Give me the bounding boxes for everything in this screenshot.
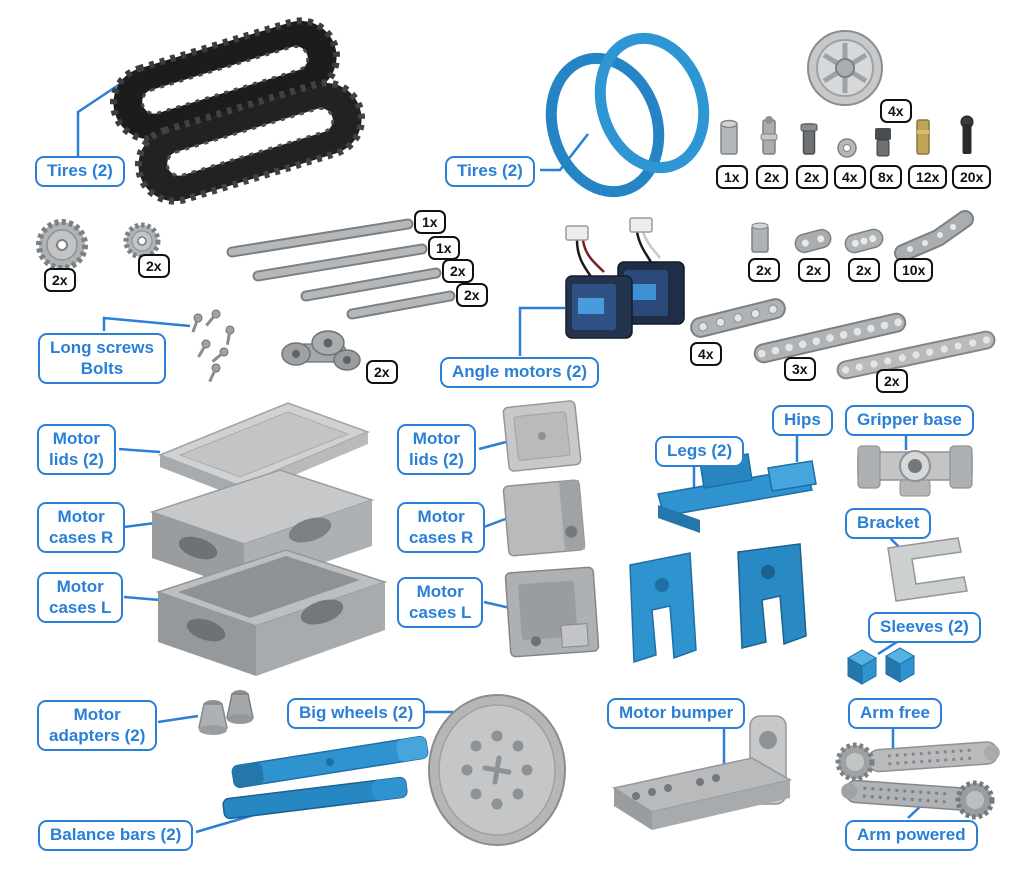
pin-part <box>760 116 778 155</box>
label-motor-bumper: Motor bumper <box>607 698 746 729</box>
qty-badge-conn-1: 2x <box>748 258 780 282</box>
label-angle-motors: Angle motors (2) <box>440 357 600 388</box>
label-motor-cases-r-mid: Motor cases R <box>397 502 486 554</box>
sleeve-cylinder-part <box>751 222 769 253</box>
beam-2hole-part <box>794 228 832 254</box>
label-motor-cases-l-mid: Motor cases L <box>397 577 484 629</box>
qty-badge-hardware-3: 2x <box>796 165 828 189</box>
label-gripper-base: Gripper base <box>845 405 974 436</box>
beam-3hole-part <box>844 228 884 254</box>
label-motor-lids-mid: Motor lids (2) <box>397 424 476 476</box>
qty-badge-beam-11hole: 3x <box>784 357 816 381</box>
qty-badge-hardware-4: 4x <box>834 165 866 189</box>
qty-badge-cross: 2x <box>366 360 398 384</box>
brass-standoff-part <box>916 119 930 155</box>
qty-badge-hardware-2: 2x <box>756 165 788 189</box>
balance-bars-illustration <box>222 735 429 820</box>
dark-pin-part <box>800 123 818 155</box>
qty-badge-axle-2: 1x <box>428 236 460 260</box>
qty-badge-gear-large: 2x <box>44 268 76 292</box>
label-tires-tracks: Tires (2) <box>35 156 125 187</box>
label-big-wheels: Big wheels (2) <box>287 698 426 729</box>
big-wheel-illustration <box>428 694 566 846</box>
tire-rings-illustration <box>545 32 710 198</box>
angle-motors-illustration <box>565 217 685 339</box>
motor-bumper-illustration <box>612 715 793 830</box>
qty-badge-gear-small: 2x <box>138 254 170 278</box>
connector-parts-row <box>751 210 974 262</box>
beam-long-illustration <box>836 330 996 380</box>
peg-part <box>720 119 738 155</box>
beam-5hole-illustration <box>690 298 786 338</box>
motor-case-stack-left <box>149 402 388 676</box>
qty-badge-conn-3: 2x <box>848 258 880 282</box>
tank-treads-illustration <box>109 17 366 205</box>
axles-illustration <box>226 218 456 320</box>
cross-connector-illustration <box>281 330 361 371</box>
hardware-parts-row <box>720 115 974 158</box>
qty-badge-axle-1: 1x <box>414 210 446 234</box>
label-motor-adapters: Motor adapters (2) <box>37 700 158 752</box>
nut-part <box>837 138 857 158</box>
qty-badge-conn-4: 10x <box>894 258 934 282</box>
qty-badge-axle-4: 2x <box>456 283 488 307</box>
gear-small-illustration <box>123 222 161 260</box>
screws-illustration <box>191 309 235 383</box>
qty-badge-hardware-7: 20x <box>952 165 992 189</box>
label-motor-lids-left: Motor lids (2) <box>37 424 116 476</box>
screw-part <box>960 115 974 154</box>
label-motor-cases-r-left: Motor cases R <box>37 502 126 554</box>
cap-part <box>875 128 891 157</box>
qty-badge-hardware-5: 8x <box>870 165 902 189</box>
label-arm-free: Arm free <box>848 698 942 729</box>
qty-badge-wheel-hub: 4x <box>880 99 912 123</box>
legs-illustration <box>629 543 807 664</box>
wheel-hub-illustration <box>807 30 883 106</box>
label-motor-cases-l-left: Motor cases L <box>37 572 124 624</box>
arm-free-illustration <box>835 741 1000 782</box>
sleeves-illustration <box>846 647 916 685</box>
qty-badge-axle-3: 2x <box>442 259 474 283</box>
motor-case-stack-mid <box>502 400 600 658</box>
label-sleeves: Sleeves (2) <box>868 612 981 643</box>
beam-11hole-illustration <box>753 312 907 364</box>
arm-powered-illustration <box>841 779 995 820</box>
label-arm-powered: Arm powered <box>845 820 978 851</box>
angle-beam-part <box>894 210 974 262</box>
qty-badge-beam-long: 2x <box>876 369 908 393</box>
qty-badge-hardware-6: 12x <box>908 165 948 189</box>
label-long-screws-bolts: Long screws Bolts <box>38 333 166 385</box>
label-bracket: Bracket <box>845 508 932 539</box>
qty-badge-beam-5hole: 4x <box>690 342 722 366</box>
label-hips: Hips <box>772 405 833 436</box>
motor-adapters-illustration <box>198 690 254 735</box>
gear-large-illustration <box>36 219 88 271</box>
label-legs: Legs (2) <box>655 436 745 467</box>
bracket-illustration <box>887 537 968 602</box>
qty-badge-hardware-1: 1x <box>716 165 748 189</box>
gripper-base-illustration <box>857 445 973 497</box>
label-balance-bars: Balance bars (2) <box>38 820 194 851</box>
qty-badge-conn-2: 2x <box>798 258 830 282</box>
label-tires-rings: Tires (2) <box>445 156 535 187</box>
